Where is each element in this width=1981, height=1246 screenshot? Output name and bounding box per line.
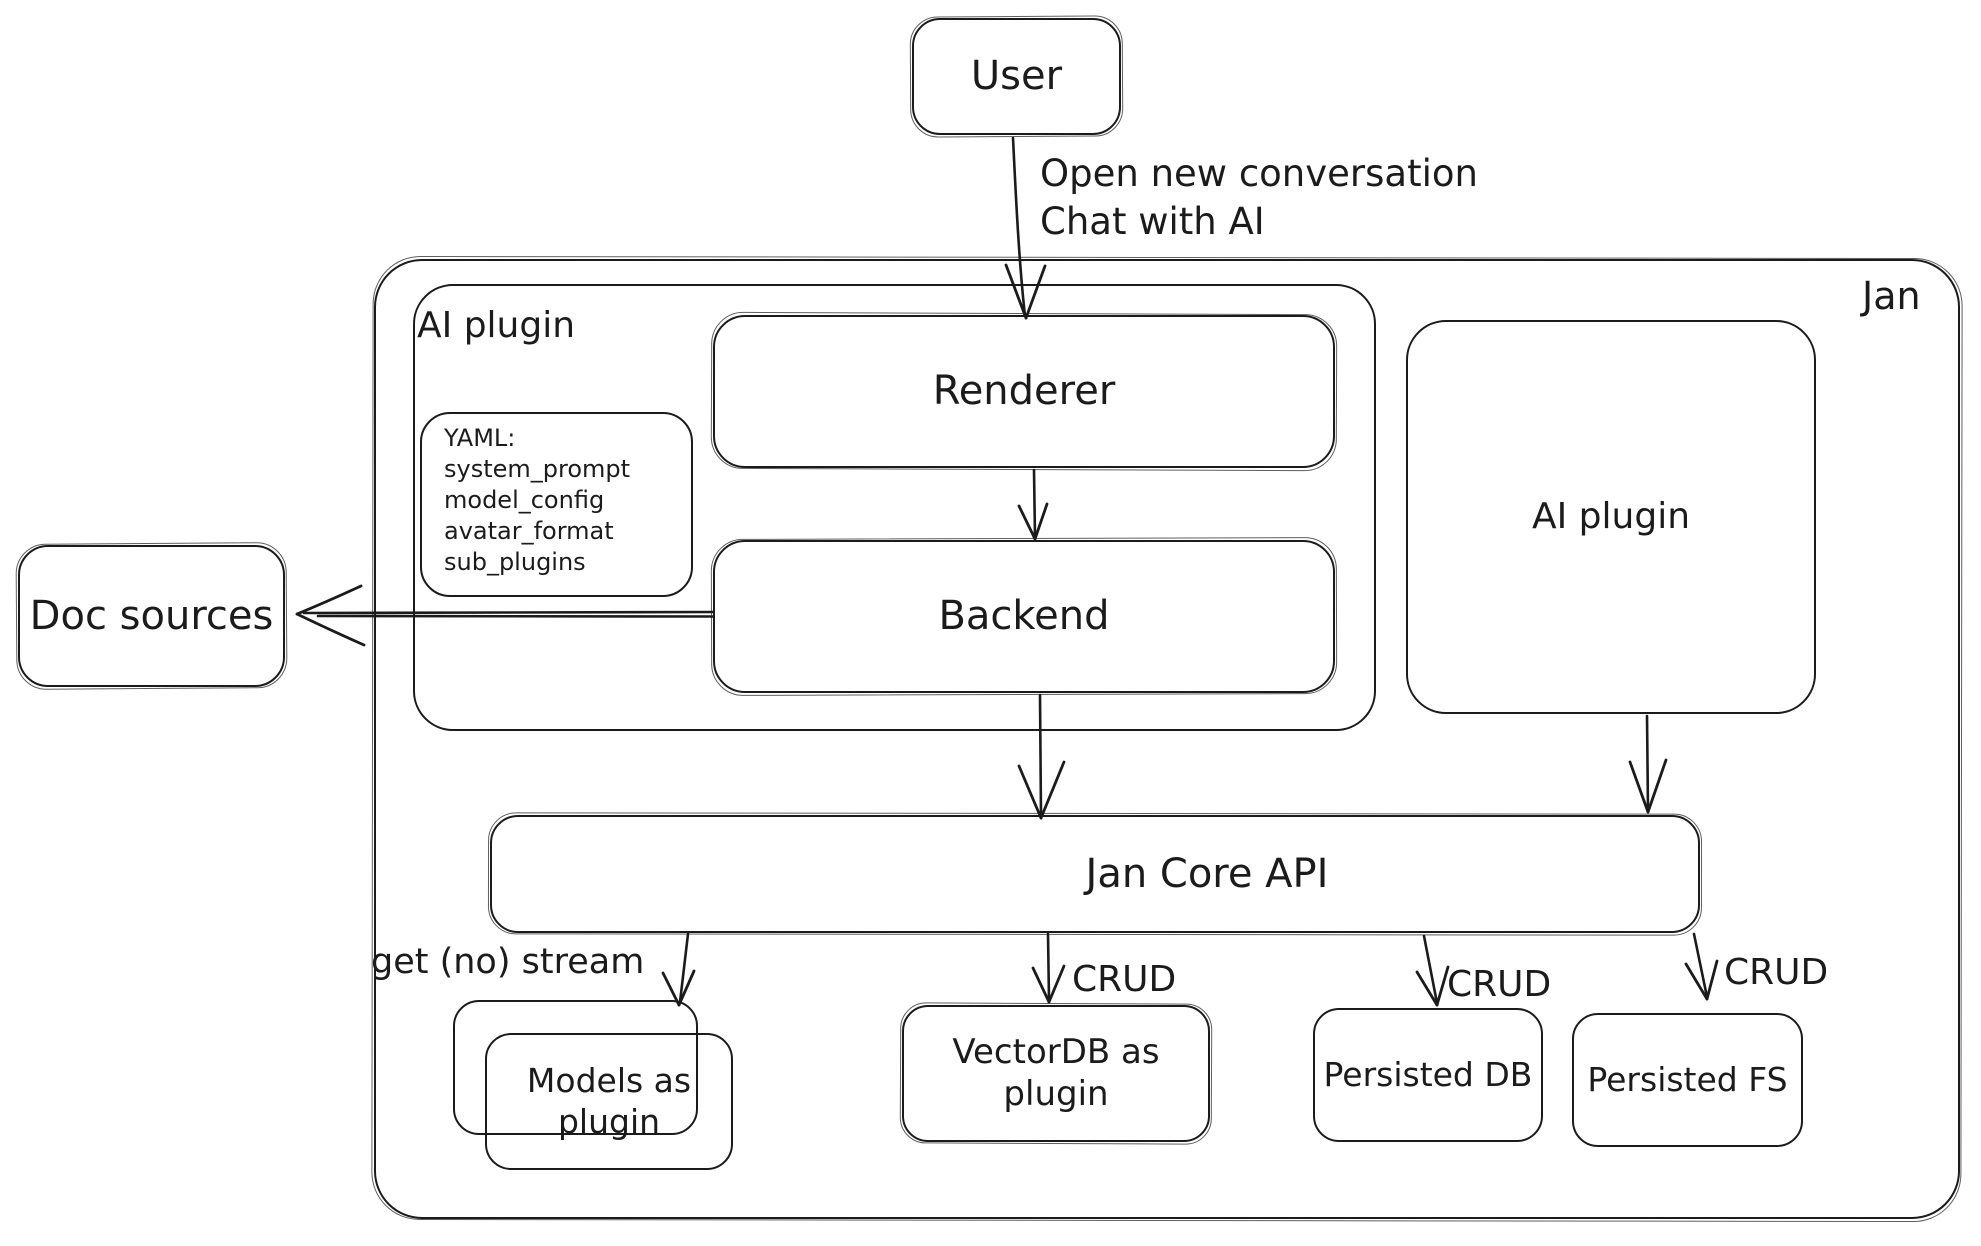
jan-core-api-label: Jan Core API: [1085, 850, 1329, 897]
edge-label-crud-persisted-fs: CRUD: [1724, 952, 1829, 993]
persisted-db-box: Persisted DB: [1313, 1008, 1543, 1142]
persisted-fs-label: Persisted FS: [1587, 1059, 1788, 1099]
user-label: User: [970, 53, 1063, 100]
yaml-note-text: YAML: system_prompt model_config avatar_…: [444, 424, 631, 576]
edge-label-crud-vectordb: CRUD: [1072, 959, 1177, 1000]
models-as-plugin-back-box: [453, 1000, 698, 1135]
renderer-box: Renderer: [713, 315, 1335, 468]
renderer-label: Renderer: [932, 368, 1116, 415]
yaml-note-box: YAML: system_prompt model_config avatar_…: [420, 412, 693, 597]
persisted-fs-box: Persisted FS: [1572, 1013, 1803, 1147]
vectordb-as-plugin-box: VectorDB as plugin: [902, 1005, 1210, 1142]
jan-core-api-box: Jan Core API: [490, 815, 1700, 933]
edge-label-get-no-stream: get (no) stream: [371, 942, 645, 982]
ai-plugin-right-label: AI plugin: [1531, 496, 1691, 538]
models-as-plugin-box: Models as plugin: [485, 1033, 733, 1170]
backend-label: Backend: [938, 593, 1110, 640]
ai-plugin-group-label: AI plugin: [417, 305, 576, 346]
jan-container-box: [374, 259, 1960, 1219]
persisted-db-label: Persisted DB: [1323, 1054, 1533, 1094]
user-box: User: [912, 18, 1121, 135]
edge-label-crud-persisted-db: CRUD: [1447, 964, 1552, 1005]
jan-container-label: Jan: [1862, 274, 1921, 318]
vectordb-as-plugin-label: VectorDB as plugin: [952, 1032, 1160, 1114]
ai-plugin-group-box: [413, 284, 1376, 731]
doc-sources-label: Doc sources: [29, 592, 274, 639]
backend-box: Backend: [713, 540, 1335, 693]
models-as-plugin-label: Models as plugin: [526, 1061, 692, 1141]
doc-sources-box: Doc sources: [18, 545, 285, 687]
edge-label-user-to-renderer: Open new conversation Chat with AI: [1040, 152, 1478, 244]
ai-plugin-right-box: AI plugin: [1406, 320, 1816, 714]
